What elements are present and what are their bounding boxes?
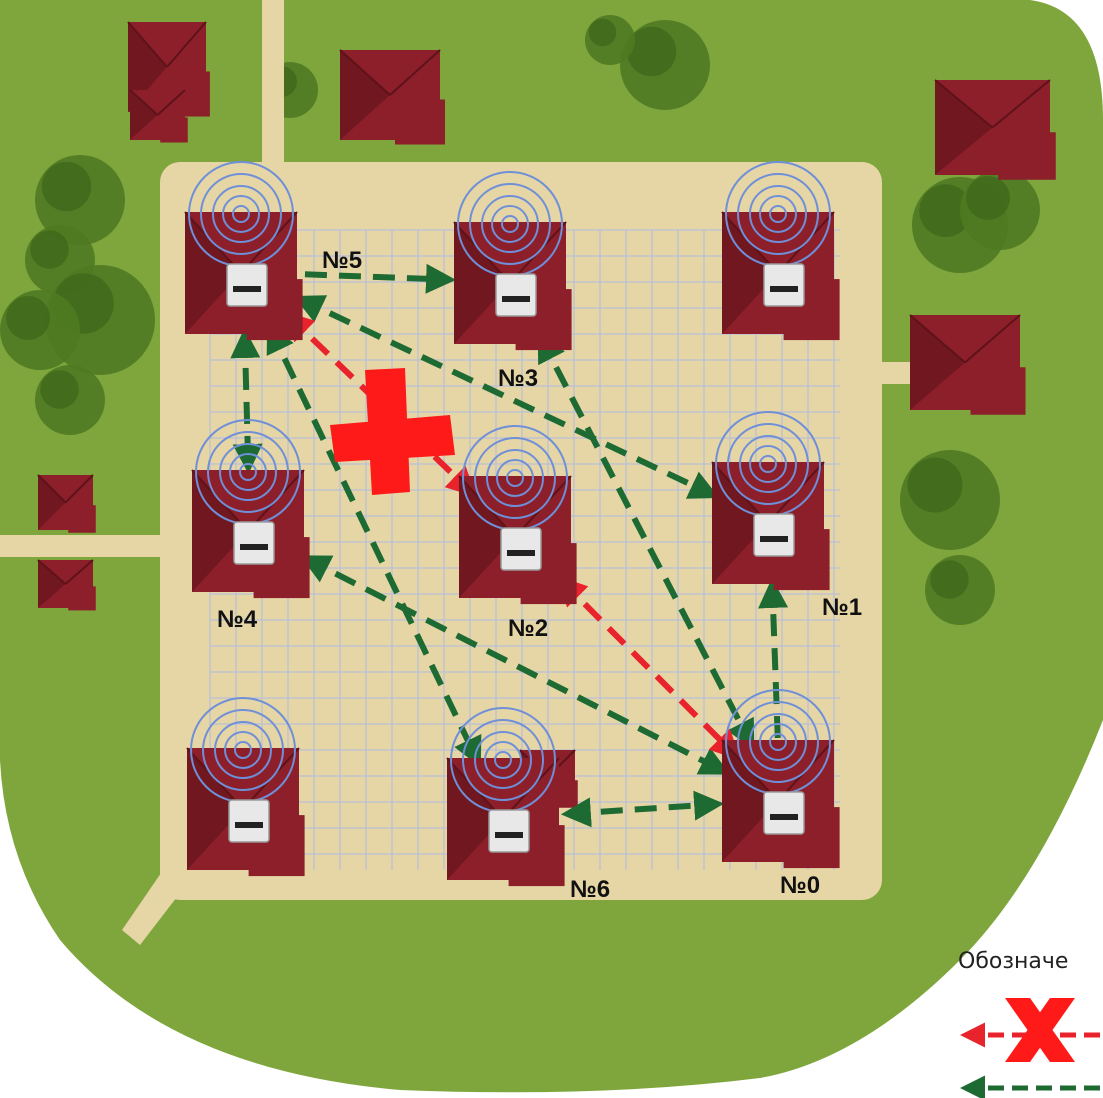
signal-ring <box>474 731 532 789</box>
legend: Обозначе <box>958 949 1100 1098</box>
signal-ring <box>769 733 787 751</box>
house <box>339 49 445 145</box>
house <box>37 474 96 533</box>
access-point-icon <box>763 791 805 835</box>
signal-ring <box>494 751 512 769</box>
access-point-icon <box>495 273 537 317</box>
link-5-4 <box>230 327 263 475</box>
house-with-router <box>186 697 305 877</box>
network-nodes <box>184 161 840 887</box>
node-label-1: №1 <box>822 594 862 621</box>
link-6-0 <box>560 790 725 828</box>
signal-ring <box>200 173 282 255</box>
node-house-5 <box>184 161 303 341</box>
signal-ring <box>737 173 819 255</box>
signal-ring <box>484 741 522 779</box>
access-point-icon <box>228 799 270 843</box>
signal-ring <box>239 463 257 481</box>
signal-ring <box>214 721 272 779</box>
signal-ring <box>749 445 787 483</box>
access-point-icon <box>763 263 805 307</box>
node-house-2 <box>458 425 577 605</box>
node-label-3: №3 <box>498 365 538 392</box>
node-label-5: №5 <box>322 247 362 274</box>
link-5-3 <box>304 263 457 294</box>
link-0-1 <box>758 577 789 739</box>
signal-ring <box>486 449 544 507</box>
node-house-0 <box>721 689 840 869</box>
tree <box>900 450 1000 550</box>
signal-ring <box>759 455 777 473</box>
legend-failed-link-sample <box>960 998 1100 1062</box>
node-house-3 <box>453 171 572 351</box>
signal-ring <box>481 195 539 253</box>
link-5-6 <box>266 322 482 768</box>
signal-ring <box>229 453 267 491</box>
tree <box>35 155 125 245</box>
signal-ring <box>769 205 787 223</box>
tree <box>0 290 80 370</box>
cross-bar <box>365 368 410 495</box>
house-with-router <box>721 161 840 341</box>
house <box>37 559 96 611</box>
outer-houses <box>37 21 1056 808</box>
node-labels: №5 №3 №4 №2 №1 №6 №0 <box>217 247 862 903</box>
node-label-6: №6 <box>570 876 610 903</box>
signal-ring <box>749 713 807 771</box>
link-failure-cross <box>330 368 455 495</box>
access-point-icon <box>226 263 268 307</box>
access-point-icon <box>233 521 275 565</box>
signal-ring <box>501 215 519 233</box>
node-house-6 <box>446 707 565 887</box>
tree <box>35 365 105 435</box>
tree <box>925 555 995 625</box>
signal-ring <box>474 437 556 519</box>
node-label-2: №2 <box>508 615 548 642</box>
signal-ring <box>759 195 797 233</box>
signal-ring <box>491 205 529 243</box>
signal-ring <box>234 741 252 759</box>
access-point-icon <box>488 809 530 853</box>
legend-title: Обозначе <box>958 949 1068 974</box>
node-house-4 <box>191 419 310 599</box>
tree <box>585 15 635 65</box>
signal-ring <box>207 431 289 513</box>
legend-cross <box>1005 998 1075 1062</box>
signal-ring <box>739 435 797 493</box>
signal-ring <box>462 719 544 801</box>
house <box>909 314 1026 415</box>
node-label-4: №4 <box>217 606 258 633</box>
signal-ring <box>496 459 534 497</box>
node-label-0: №0 <box>780 872 820 899</box>
signal-ring <box>469 183 551 265</box>
node-house-1 <box>711 411 830 591</box>
signal-ring <box>232 205 250 223</box>
signal-ring <box>202 709 284 791</box>
signal-ring <box>212 185 270 243</box>
signal-ring <box>759 723 797 761</box>
signal-ring <box>727 423 809 505</box>
signal-ring <box>737 701 819 783</box>
signal-ring <box>222 195 260 233</box>
network-links <box>230 263 789 828</box>
access-point-icon <box>753 513 795 557</box>
signal-ring <box>749 185 807 243</box>
signal-ring <box>219 443 277 501</box>
signal-ring <box>506 469 524 487</box>
tree <box>620 20 710 110</box>
tree <box>960 170 1040 250</box>
house <box>934 79 1056 180</box>
house <box>129 89 188 143</box>
access-point-icon <box>500 527 542 571</box>
signal-ring <box>224 731 262 769</box>
link-2-0 <box>556 575 741 761</box>
